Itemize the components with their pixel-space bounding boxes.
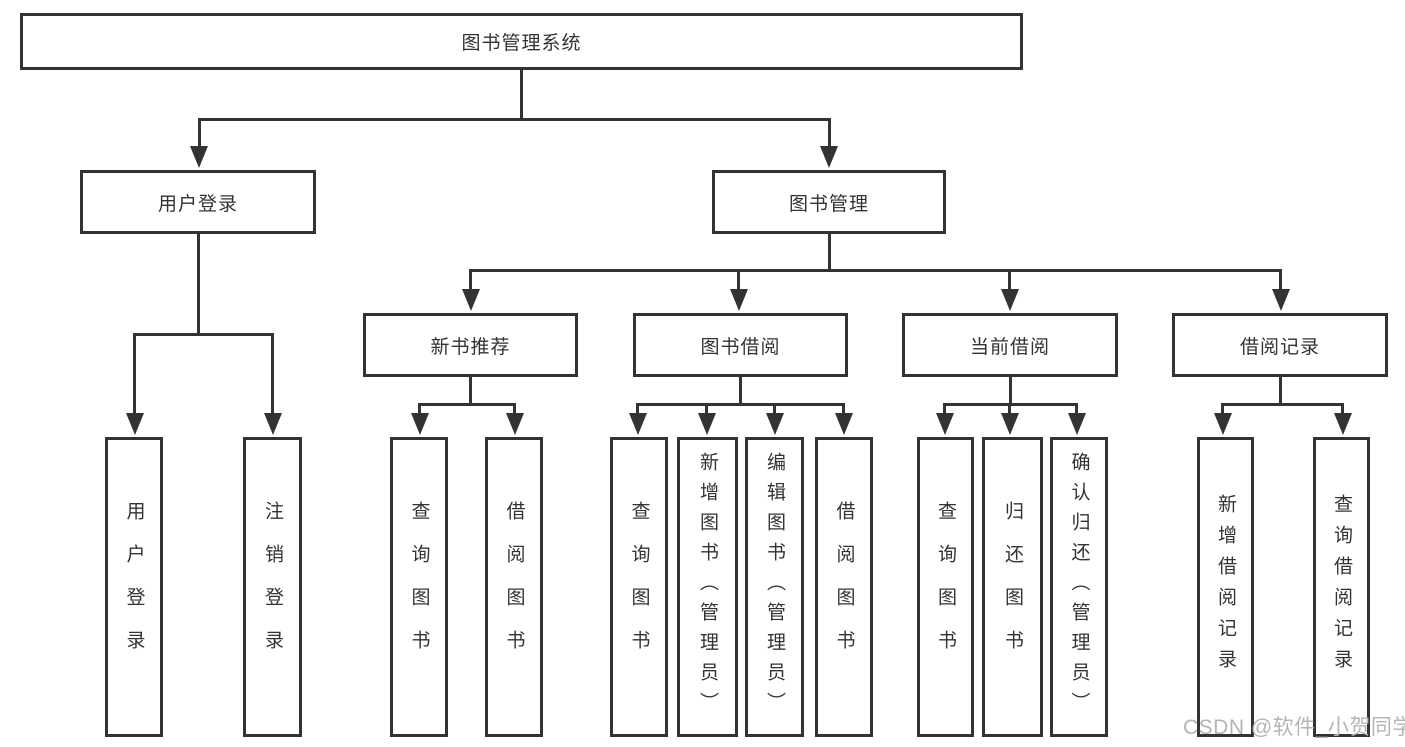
arrow-down-icon <box>1001 413 1019 435</box>
connector-line <box>133 333 136 413</box>
connector-line <box>1008 269 1011 291</box>
node-label: 归还图书 <box>1002 501 1023 673</box>
arrow-down-icon <box>936 413 954 435</box>
connector-line <box>1221 403 1224 414</box>
leaf-add-book-admin: 新增图书（管理员） <box>677 437 738 737</box>
node-user-login: 用户登录 <box>80 170 316 234</box>
watermark: CSDN @软件_小贺同学 <box>1183 716 1405 739</box>
node-label: 用户登录 <box>123 501 145 673</box>
leaf-add-borrow-record: 新增借阅记录 <box>1197 437 1254 737</box>
leaf-query-borrow-record: 查询借阅记录 <box>1313 437 1370 737</box>
leaf-user-login: 用户登录 <box>105 437 163 737</box>
arrow-down-icon <box>462 289 480 311</box>
node-label: 新增借阅记录 <box>1215 494 1236 680</box>
node-new-book-recommend: 新书推荐 <box>363 313 578 377</box>
connector-line <box>133 333 274 336</box>
connector-line <box>739 377 742 406</box>
connector-line <box>469 269 472 291</box>
node-label: 借阅记录 <box>1239 336 1320 358</box>
arrow-down-icon <box>1068 413 1086 435</box>
leaf-query-book-borrow: 查询图书 <box>610 437 668 737</box>
node-label: 新增图书（管理员） <box>697 452 718 722</box>
node-book-management: 图书管理 <box>712 170 946 234</box>
node-label: 确认归还（管理员） <box>1068 452 1090 722</box>
arrow-down-icon <box>766 413 784 435</box>
node-label: 图书借阅 <box>700 336 781 358</box>
leaf-borrow-book: 借阅图书 <box>815 437 873 737</box>
arrow-down-icon <box>506 413 524 435</box>
node-label: 查询图书 <box>408 501 430 673</box>
connector-line <box>1279 377 1282 406</box>
node-label: 查询借阅记录 <box>1331 494 1352 680</box>
node-label: 查询图书 <box>628 501 650 673</box>
connector-line <box>828 118 831 148</box>
connector-line <box>418 403 421 414</box>
connector-line <box>737 269 740 291</box>
connector-line <box>198 118 201 148</box>
node-borrow-records: 借阅记录 <box>1172 313 1388 377</box>
connector-line <box>1279 269 1282 291</box>
connector-line <box>199 118 831 121</box>
arrow-down-icon <box>629 413 647 435</box>
leaf-return-book: 归还图书 <box>982 437 1043 737</box>
connector-line <box>636 403 845 406</box>
root-node-library-system: 图书管理系统 <box>20 13 1023 70</box>
connector-line <box>1221 403 1344 406</box>
node-current-borrow: 当前借阅 <box>902 313 1118 377</box>
node-label: 用户登录 <box>157 193 238 215</box>
arrow-down-icon <box>730 289 748 311</box>
arrow-down-icon <box>1334 413 1352 435</box>
arrow-down-icon <box>1272 289 1290 311</box>
node-label: 图书管理系统 <box>461 33 582 54</box>
leaf-edit-book-admin: 编辑图书（管理员） <box>745 437 804 737</box>
connector-line <box>828 234 831 272</box>
connector-line <box>705 403 708 414</box>
leaf-confirm-return-admin: 确认归还（管理员） <box>1050 437 1108 737</box>
connector-line <box>418 403 516 406</box>
connector-line <box>1075 403 1078 414</box>
connector-line <box>513 403 516 414</box>
node-label: 注销登录 <box>262 501 283 673</box>
connector-line <box>1008 403 1011 414</box>
connector-line <box>197 234 200 336</box>
connector-line <box>1009 377 1012 406</box>
connector-line <box>469 377 472 406</box>
arrow-down-icon <box>820 146 838 168</box>
node-label: 查询图书 <box>935 501 956 673</box>
connector-line <box>636 403 639 414</box>
arrow-down-icon <box>1001 289 1019 311</box>
leaf-query-book-current: 查询图书 <box>917 437 974 737</box>
connector-line <box>271 333 274 413</box>
node-label: 编辑图书（管理员） <box>764 452 785 722</box>
connector-line <box>943 403 946 414</box>
node-label: 当前借阅 <box>969 336 1050 358</box>
arrow-down-icon <box>126 413 144 435</box>
node-label: 图书管理 <box>788 193 869 215</box>
leaf-logout: 注销登录 <box>243 437 302 737</box>
node-book-borrow: 图书借阅 <box>633 313 848 377</box>
node-label: 借阅图书 <box>503 501 525 673</box>
arrow-down-icon <box>411 413 429 435</box>
connector-line <box>773 403 776 414</box>
connector-line <box>520 69 523 118</box>
leaf-borrow-book-recommend: 借阅图书 <box>485 437 543 737</box>
node-label: 新书推荐 <box>430 336 511 358</box>
arrow-down-icon <box>835 413 853 435</box>
connector-line <box>842 403 845 414</box>
connector-line <box>469 269 1282 272</box>
arrow-down-icon <box>698 413 716 435</box>
connector-line <box>1341 403 1344 414</box>
node-label: 借阅图书 <box>833 501 855 673</box>
arrow-down-icon <box>190 146 208 168</box>
arrow-down-icon <box>264 413 282 435</box>
arrow-down-icon <box>1214 413 1232 435</box>
leaf-query-book-recommend: 查询图书 <box>390 437 448 737</box>
